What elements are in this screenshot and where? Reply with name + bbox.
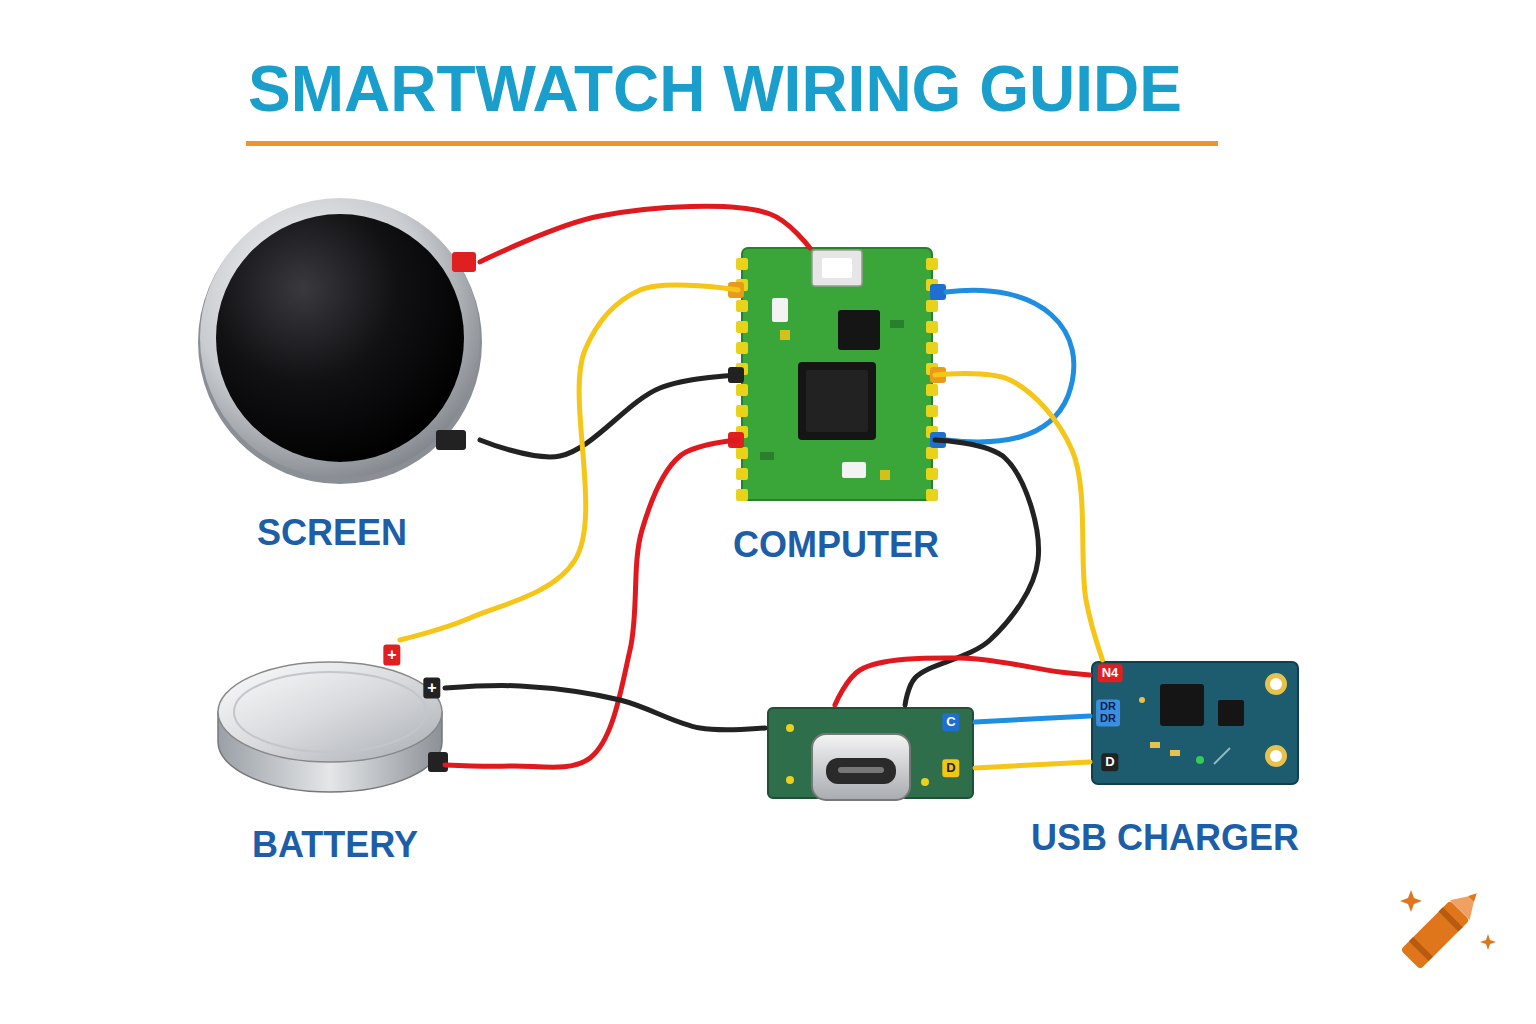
wire [835,658,1090,705]
pin-pad [926,447,938,459]
pin-pad [736,405,748,417]
wire [975,716,1090,722]
crayon-icon [1400,883,1486,969]
pin-pad [926,405,938,417]
wire [445,686,765,730]
terminal-sign: + [383,645,400,666]
pin-name: N4 [1098,664,1123,682]
battery-picture [218,662,448,792]
pin-mark: C [942,713,959,731]
wire [400,285,738,640]
pin-name: DR DR [1096,699,1120,726]
screen-node: SCREEN [200,200,480,480]
sparkle [1400,890,1422,912]
pin-pad [926,489,938,501]
pin-pad [736,258,748,270]
pin-pad [736,300,748,312]
pin-name: D [1101,753,1118,771]
pin-pad [926,321,938,333]
screen-picture [198,198,482,484]
part-label: COMPUTER [733,525,939,565]
pin-mark: D [942,759,959,777]
pin-pad [926,342,938,354]
usb-port-board [768,708,973,800]
wire [935,373,1102,660]
pin-pad [926,258,938,270]
pin-pad [736,468,748,480]
pin-pad [736,489,748,501]
pin-pad [736,447,748,459]
terminal-sign: + [423,678,440,699]
wire [445,440,738,767]
part-label: USB CHARGER [1031,818,1299,858]
pin-pad [926,384,938,396]
computer-node: COMPUTER [738,248,935,500]
title-underline [246,141,1218,146]
sparkle [1480,934,1496,950]
pin-pad [926,468,938,480]
pin-pad [736,321,748,333]
pin-pad [926,300,938,312]
computer-board [728,248,946,501]
part-label: BATTERY [252,825,418,865]
charger-board [1092,662,1298,784]
wire [975,762,1090,768]
pin-pad [736,384,748,396]
battery-node: BATTERY [215,640,445,800]
wire [480,206,810,262]
pin-pad [736,342,748,354]
title: SMARTWATCH WIRING GUIDE [248,54,1182,124]
part-label: SCREEN [257,513,407,553]
usb-port-node: CD [765,705,975,800]
